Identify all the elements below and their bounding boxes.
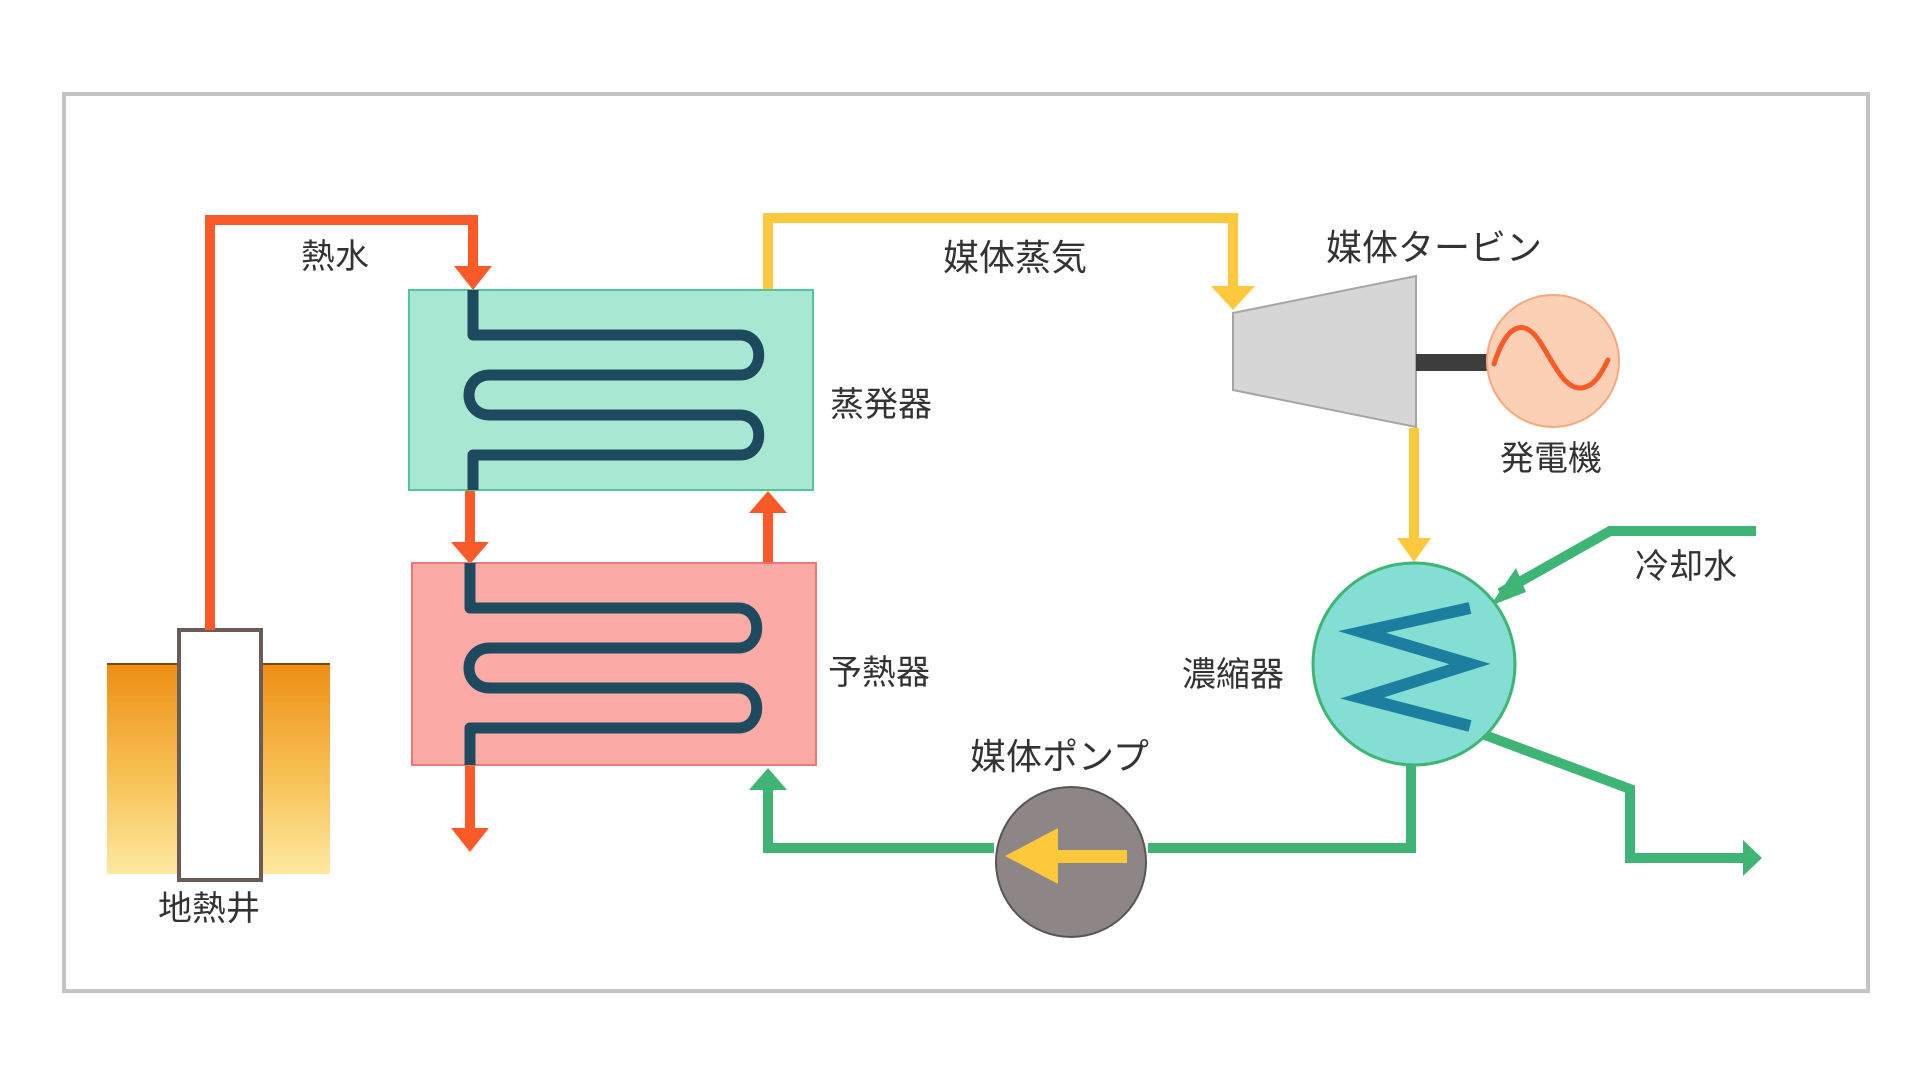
medium-pump-label: 媒体ポンプ xyxy=(970,737,1149,778)
diagram-frame xyxy=(62,92,1870,993)
generator-label: 発電機 xyxy=(1500,439,1602,479)
arrow-down-icon xyxy=(1397,538,1431,562)
geothermal-well-label: 地熱井 xyxy=(158,889,260,929)
left-arrow-icon xyxy=(1005,828,1058,884)
geothermal-well xyxy=(107,628,330,882)
cooling-water-line xyxy=(763,526,1756,863)
evaporator xyxy=(408,289,814,491)
sine-wave-icon xyxy=(1491,325,1611,391)
arrow-icon xyxy=(1490,568,1526,606)
turbine-shaft xyxy=(1416,354,1494,371)
arrow-right-icon xyxy=(1743,840,1762,876)
medium-turbine-label: 媒体タービン xyxy=(1326,228,1542,269)
generator xyxy=(1486,294,1620,428)
medium-vapor-label: 媒体蒸気 xyxy=(943,238,1087,279)
hot-water-line xyxy=(205,215,773,830)
arrow-down-icon xyxy=(1211,286,1255,310)
arrow-up-icon xyxy=(749,491,787,513)
arrow-down-icon xyxy=(454,266,492,290)
condenser-label: 濃縮器 xyxy=(1182,655,1284,695)
evaporator-label: 蒸発器 xyxy=(830,385,932,425)
arrow-down-icon xyxy=(451,828,489,852)
medium-turbine xyxy=(1232,274,1494,429)
medium-vapor-line xyxy=(763,213,1419,540)
medium-pump xyxy=(995,786,1147,938)
condenser xyxy=(1311,561,1517,767)
preheater xyxy=(411,562,817,766)
arrow-down-icon xyxy=(451,542,489,564)
arrow-up-icon xyxy=(749,768,787,790)
cooling-water-label: 冷却水 xyxy=(1635,547,1737,587)
preheater-label: 予熱器 xyxy=(828,653,930,693)
hot-water-label: 熱水 xyxy=(301,237,369,277)
